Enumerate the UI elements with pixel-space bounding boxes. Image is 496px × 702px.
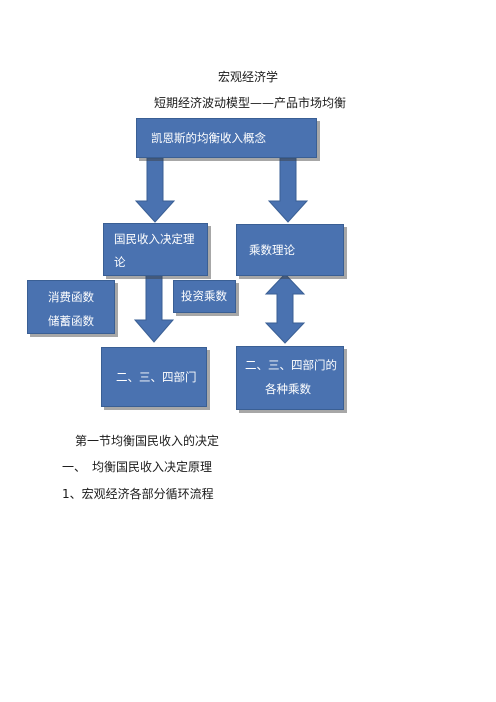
arrow-down-right [267, 157, 309, 223]
box-investment-label: 投资乘数 [181, 289, 227, 303]
box-income-theory-line1: 国民收入决定理 [114, 232, 195, 246]
document-subtitle: 短期经济波动模型——产品市场均衡 [154, 96, 347, 110]
box-consumption-line2: 储蓄函数 [48, 314, 94, 328]
arrow-double-vertical [264, 273, 306, 344]
heading-1: 一、 均衡国民收入决定原理 [62, 460, 213, 474]
box-income-theory-line2: 论 [114, 255, 126, 269]
box-investment-multiplier: 投资乘数 [173, 280, 236, 313]
arrow-down-left [134, 157, 176, 223]
heading-2: 1、宏观经济各部分循环流程 [62, 487, 214, 501]
box-sector-label: 二、三、四部门 [116, 370, 197, 384]
box-consumption-line1: 消费函数 [48, 290, 94, 304]
section-title: 第一节均衡国民收入的决定 [75, 434, 220, 448]
box-keynes-label: 凯恩斯的均衡收入概念 [151, 131, 266, 145]
box-income-theory: 国民收入决定理 论 [103, 223, 208, 276]
box-keynes-equilibrium: 凯恩斯的均衡收入概念 [136, 118, 317, 158]
document-title: 宏观经济学 [218, 70, 279, 84]
box-sector-multipliers-line2: 各种乘数 [265, 382, 311, 396]
box-sector-multipliers-line1: 二、三、四部门的 [245, 358, 337, 372]
box-consumption-saving: 消费函数 储蓄函数 [27, 280, 115, 334]
box-sector-multipliers: 二、三、四部门的 各种乘数 [236, 346, 344, 410]
box-multiplier-label: 乘数理论 [249, 243, 295, 257]
box-sector-model: 二、三、四部门 [101, 347, 207, 407]
arrow-down-bottom [133, 274, 175, 343]
box-multiplier-theory: 乘数理论 [236, 224, 344, 276]
